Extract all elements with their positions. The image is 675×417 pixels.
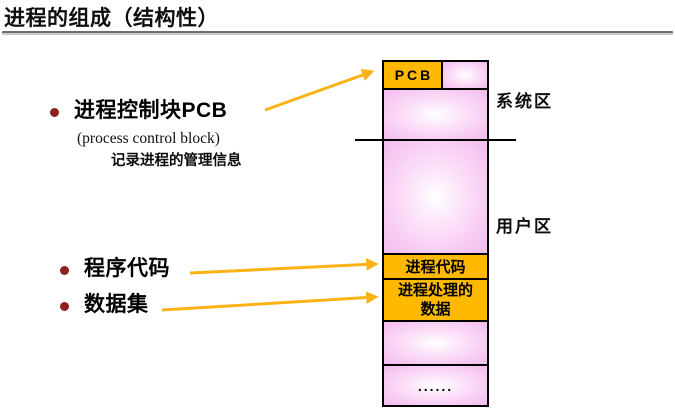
label-system-area: 系统区 (496, 92, 553, 111)
cell-lower-empty (384, 322, 487, 366)
cell-user-empty (384, 141, 487, 255)
bullet-pcb-description: 记录进程的管理信息 (111, 153, 242, 169)
bullet-item-pcb: 进程控制块PCB (50, 97, 227, 125)
bullet-dot-icon (50, 108, 59, 117)
slide-title: 进程的组成（结构性） (4, 7, 219, 30)
memory-diagram: PCB 进程代码 进程处理的 数据 ...... (382, 60, 489, 407)
title-underline (2, 31, 673, 35)
cell-ellipsis: ...... (384, 366, 487, 405)
memory-top-row: PCB (384, 62, 487, 90)
bullet-pcb-english-note: (process control block) (77, 130, 220, 147)
cell-process-data: 进程处理的 数据 (384, 280, 487, 322)
cell-process-code: 进程代码 (384, 255, 487, 280)
arrow-to-pcb-cell-icon (264, 69, 375, 112)
cell-pcb: PCB (384, 62, 443, 88)
bullet-dot-icon (60, 266, 69, 275)
bullet-item-data-set: 数据集 (60, 291, 149, 319)
bullet-data-label: 数据集 (84, 293, 149, 316)
bullet-code-label: 程序代码 (84, 257, 170, 280)
arrow-to-data-cell-icon (161, 291, 379, 312)
arrow-to-code-cell-icon (189, 258, 379, 275)
system-user-divider-line (355, 139, 516, 141)
bullet-item-program-code: 程序代码 (60, 255, 170, 283)
label-user-area: 用户区 (496, 217, 553, 236)
bullet-pcb-label: 进程控制块PCB (74, 99, 228, 122)
cell-system-empty (384, 90, 487, 141)
cell-top-empty (443, 62, 487, 88)
bullet-dot-icon (60, 302, 69, 311)
